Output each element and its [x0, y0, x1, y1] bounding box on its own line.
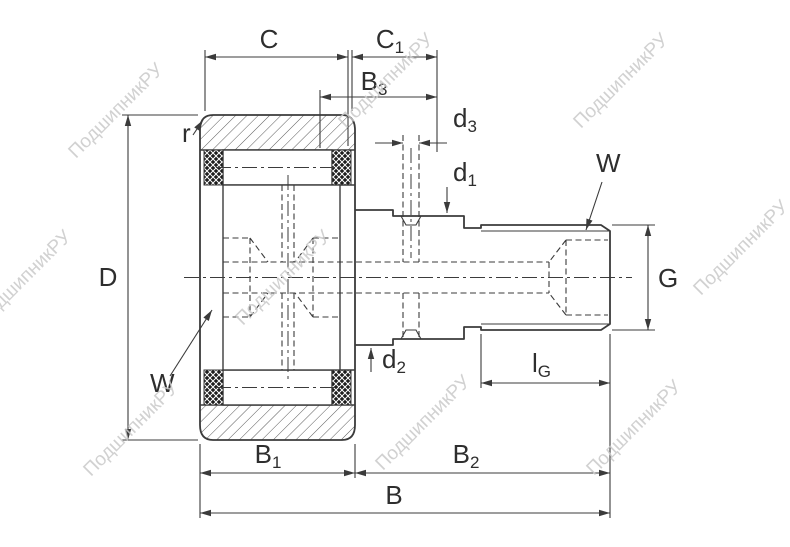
- outer-ring-hatch-top: [200, 115, 355, 150]
- dim-label-B1: B1: [255, 439, 282, 472]
- dim-W-right: [585, 181, 603, 231]
- w-right-leader: [585, 181, 603, 231]
- watermark-text: ПодшипникРУ: [570, 29, 674, 133]
- dim-label-D: D: [99, 262, 118, 292]
- dim-lG: [480, 334, 610, 388]
- dimensions: [122, 50, 655, 518]
- outer-ring-hatch-bottom: [200, 405, 355, 440]
- dim-label-G: G: [658, 263, 678, 293]
- central-lube-duct: [223, 261, 549, 294]
- watermark-text: ПодшипникРУ: [80, 377, 184, 481]
- dim-label-B3: B3: [361, 66, 388, 99]
- watermark-text: ПодшипникРУ: [65, 59, 169, 163]
- dim-D-extensions: [122, 114, 198, 441]
- thread-end-socket: [548, 239, 608, 316]
- head-radial-hole: [281, 185, 295, 370]
- dim-label-B2: B2: [453, 439, 480, 472]
- watermark-text: ПодшипникРУ: [0, 226, 76, 330]
- thread-root-lines: [481, 230, 610, 325]
- dim-C1: [351, 50, 438, 152]
- dim-label-C: C: [260, 24, 279, 54]
- dim-label-B: B: [385, 480, 402, 510]
- dim-label-W-right: W: [596, 148, 621, 178]
- dim-G: [612, 224, 655, 331]
- watermark-text: ПодшипникРУ: [690, 196, 790, 300]
- dimension-labels: C C1 B3 d3 d1 W r D W G d2 lG B1 B2 B: [99, 24, 679, 510]
- dim-B3: [319, 90, 437, 148]
- dim-r: [192, 119, 204, 136]
- dim-label-C1: C1: [376, 24, 404, 57]
- watermark-text: ПодшипникРУ: [583, 376, 687, 480]
- dim-label-lG: lG: [532, 348, 551, 381]
- r-leader: [192, 119, 204, 136]
- dim-W-left: [169, 309, 213, 377]
- dim-B2: [355, 334, 611, 518]
- dim-label-d1: d1: [453, 157, 477, 190]
- end-washer-lines: [340, 184, 355, 371]
- head-socket-right: [294, 237, 340, 318]
- dim-label-W-left: W: [150, 368, 175, 398]
- lube-hole-countersink-bottom: [400, 329, 422, 340]
- w-left-leader: [169, 309, 213, 377]
- dim-label-d2: d2: [382, 344, 406, 377]
- seals: [203, 149, 352, 406]
- dim-label-r: r: [182, 118, 191, 148]
- center-lines: [184, 148, 632, 388]
- dim-label-d3: d3: [453, 103, 477, 136]
- dim-D: [122, 114, 198, 441]
